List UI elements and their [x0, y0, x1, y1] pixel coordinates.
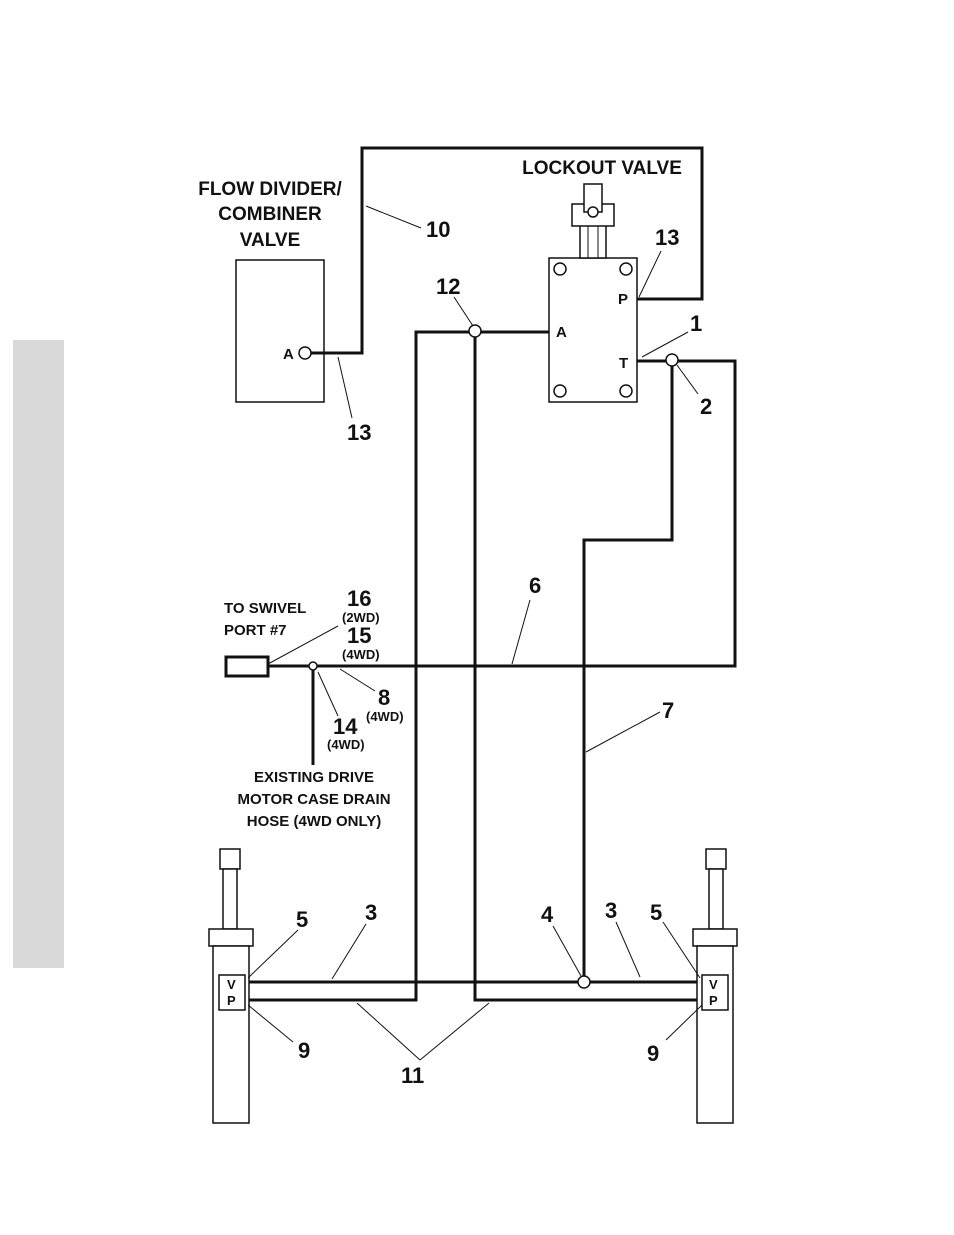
lockout-port-a-label: A: [556, 324, 567, 341]
callout-15-sub: (4WD): [342, 647, 380, 662]
callout-14-sub: (4WD): [327, 737, 365, 752]
flow-divider-port-a: [299, 347, 311, 359]
callout-8-sub: (4WD): [366, 709, 404, 724]
callout-11: 11: [401, 1063, 424, 1088]
lockout-valve-title: LOCKOUT VALVE: [522, 158, 682, 179]
lockout-port-p-label: P: [618, 291, 628, 308]
flow-divider-title-1: FLOW DIVIDER/: [198, 179, 342, 200]
callout-12: 12: [436, 274, 460, 299]
lockout-bolt-tl: [554, 263, 566, 275]
flow-divider-body: [236, 260, 324, 402]
to-swivel-label-1: TO SWIVEL: [224, 600, 306, 617]
callout-7: 7: [662, 698, 674, 723]
flow-divider-port-a-label: A: [283, 346, 294, 363]
callout-13-top: 13: [655, 225, 679, 250]
lockout-port-t-label: T: [619, 355, 628, 372]
callout-4: 4: [541, 902, 554, 927]
lockout-bolt-br: [620, 385, 632, 397]
lockout-bolt-bl: [554, 385, 566, 397]
cyl-right-p-label: P: [709, 993, 718, 1008]
swivel-port-fitting: [226, 657, 268, 676]
lockout-plunger: [572, 184, 614, 258]
callout-10: 10: [426, 217, 450, 242]
tee-2: [666, 354, 678, 366]
drain-label-3: HOSE (4WD ONLY): [247, 813, 381, 830]
callout-2: 2: [700, 394, 712, 419]
cyl-right-v-label: V: [709, 977, 718, 992]
callout-14: 14: [333, 714, 358, 739]
hose-6: [268, 361, 735, 666]
callout-8: 8: [378, 685, 390, 710]
drain-label-1: EXISTING DRIVE: [254, 769, 374, 786]
cyl-left-v-label: V: [227, 977, 236, 992]
cyl-left-p-label: P: [227, 993, 236, 1008]
flow-divider-title-3: VALVE: [240, 230, 301, 251]
side-tab: [13, 340, 64, 968]
callout-15: 15: [347, 623, 371, 648]
callout-3-right: 3: [605, 898, 617, 923]
to-swivel-label-2: PORT #7: [224, 622, 287, 639]
flow-divider-title-2: COMBINER: [218, 204, 322, 225]
drain-label-2: MOTOR CASE DRAIN: [237, 791, 390, 808]
tee-14: [309, 662, 317, 670]
callout-9-left: 9: [298, 1038, 310, 1063]
callout-16: 16: [347, 586, 371, 611]
callout-5-right: 5: [650, 900, 662, 925]
hose-7: [584, 361, 672, 982]
callout-9-right: 9: [647, 1041, 659, 1066]
callout-1: 1: [690, 311, 702, 336]
callout-6: 6: [529, 573, 541, 598]
callout-5-left: 5: [296, 907, 308, 932]
lockout-bolt-tr: [620, 263, 632, 275]
tee-4: [578, 976, 590, 988]
callout-13-left: 13: [347, 420, 371, 445]
tee-12: [469, 325, 481, 337]
callout-3-left: 3: [365, 900, 377, 925]
